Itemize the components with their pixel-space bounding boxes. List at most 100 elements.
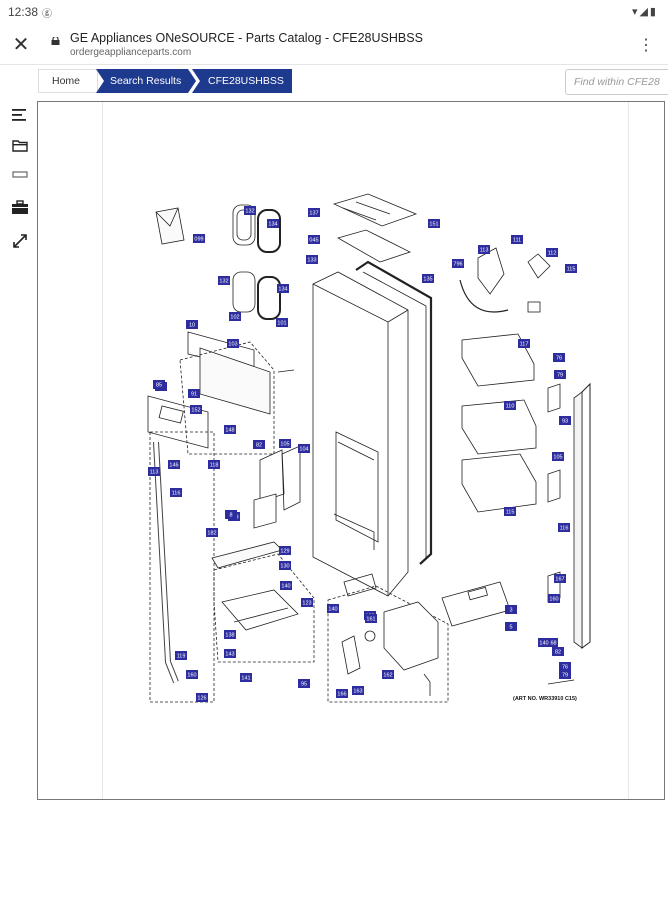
part-callout[interactable]: 10 xyxy=(186,320,198,329)
part-callout[interactable]: 103 xyxy=(227,339,239,348)
part-callout-label: 140 xyxy=(328,607,337,613)
part-callout[interactable]: 3 xyxy=(505,605,517,614)
part-callout[interactable]: 163 xyxy=(352,686,364,695)
status-bar: 12:38 ⓖ ▾◢▮ xyxy=(0,0,668,24)
part-callout-label: 135 xyxy=(423,277,432,283)
part-callout[interactable]: 119 xyxy=(175,651,187,660)
part-callout[interactable]: 140 xyxy=(538,638,550,647)
part-callout-label: 118 xyxy=(210,463,219,469)
part-callout[interactable]: 115 xyxy=(504,507,516,516)
part-callout-label: 103 xyxy=(228,342,237,348)
part-callout[interactable]: 160 xyxy=(548,594,560,603)
part-callout[interactable]: 126 xyxy=(196,693,208,702)
breadcrumb-search-results[interactable]: Search Results xyxy=(96,69,196,93)
part-callout-label: 162 xyxy=(383,673,392,679)
part-callout[interactable]: 91 xyxy=(188,389,200,398)
part-callout[interactable]: 76 xyxy=(559,662,571,671)
part-callout-label: 82 xyxy=(256,443,262,449)
part-callout[interactable]: 85 xyxy=(153,380,165,389)
part-callout[interactable]: 116 xyxy=(170,488,182,497)
part-callout-label: 79 xyxy=(562,673,568,679)
part-callout-label: 148 xyxy=(225,428,234,434)
part-callout[interactable]: 143 xyxy=(224,649,236,658)
part-callout[interactable]: 133 xyxy=(306,255,318,264)
part-callout[interactable]: 099 xyxy=(193,234,205,243)
part-callout[interactable]: 5 xyxy=(505,622,517,631)
part-callout[interactable]: 182 xyxy=(206,528,218,537)
part-callout-label: 91 xyxy=(191,392,197,398)
overflow-menu-icon[interactable]: ⋮ xyxy=(638,37,654,54)
part-callout[interactable]: 134 xyxy=(267,219,279,228)
part-callout[interactable]: 95 xyxy=(298,679,310,688)
part-callout[interactable]: 130 xyxy=(279,561,291,570)
part-callout[interactable]: 162 xyxy=(382,670,394,679)
part-callout-label: 82 xyxy=(555,650,561,656)
expand-icon[interactable] xyxy=(9,230,31,252)
part-callout[interactable]: 160 xyxy=(186,670,198,679)
part-callout-label: 146 xyxy=(169,463,178,469)
part-callout[interactable]: 113 xyxy=(148,467,160,476)
part-callout[interactable]: 146 xyxy=(168,460,180,469)
part-callout[interactable]: 141 xyxy=(240,673,252,682)
part-callout[interactable]: 104 xyxy=(298,444,310,453)
art-number: (ART NO. WR33910 C15) xyxy=(513,696,577,702)
part-callout-label: 166 xyxy=(337,692,346,698)
part-callout[interactable]: 111 xyxy=(511,235,523,244)
part-callout[interactable]: 134 xyxy=(277,284,289,293)
part-callout[interactable]: 138 xyxy=(224,630,236,639)
briefcase-icon[interactable] xyxy=(9,196,31,218)
part-callout-label: 105 xyxy=(280,442,289,448)
breadcrumb-home[interactable]: Home xyxy=(38,69,98,93)
part-callout[interactable]: 102 xyxy=(229,312,241,321)
part-callout[interactable]: 115 xyxy=(565,264,577,273)
part-callout[interactable]: 105 xyxy=(279,439,291,448)
part-callout[interactable]: 8 xyxy=(225,510,237,519)
part-callout[interactable]: 123 xyxy=(301,598,313,607)
part-callout[interactable]: 168 xyxy=(546,638,558,647)
part-callout[interactable]: 116 xyxy=(558,523,570,532)
minus-icon[interactable] xyxy=(9,164,31,186)
find-within-input[interactable]: Find within CFE28 xyxy=(565,69,668,95)
part-callout[interactable]: 79 xyxy=(559,670,571,679)
part-callout[interactable]: 140 xyxy=(327,604,339,613)
part-callout[interactable]: 140 xyxy=(280,581,292,590)
part-callout[interactable]: 137 xyxy=(308,208,320,217)
part-callout[interactable]: 93 xyxy=(559,416,571,425)
part-callout-label: 76 xyxy=(562,665,568,671)
list-icon[interactable] xyxy=(9,104,31,126)
part-callout[interactable]: 132 xyxy=(244,206,256,215)
part-callout[interactable]: 148 xyxy=(224,425,236,434)
part-callout[interactable]: 161 xyxy=(365,614,377,623)
part-callout[interactable]: 166 xyxy=(336,689,348,698)
part-callout-label: 102 xyxy=(230,315,239,321)
part-callout[interactable]: 101 xyxy=(276,318,288,327)
part-callout[interactable]: 135 xyxy=(422,274,434,283)
part-callout[interactable]: 132 xyxy=(218,276,230,285)
folder-icon[interactable] xyxy=(9,134,31,156)
close-icon[interactable]: ✕ xyxy=(12,34,30,56)
part-callout-label: 045 xyxy=(309,238,318,244)
parts-diagram-canvas[interactable]: 099 132 134 132 134 137 151 045 133 135 796 113 111 1… xyxy=(37,101,665,800)
part-callout[interactable]: 796 xyxy=(452,259,464,268)
part-callout[interactable]: 117 xyxy=(518,339,530,348)
breadcrumb-model[interactable]: CFE28USHBSS xyxy=(192,69,292,93)
part-callout[interactable]: 045 xyxy=(308,235,320,244)
part-callout[interactable]: 82 xyxy=(552,647,564,656)
part-callout-label: 132 xyxy=(219,279,228,285)
part-callout[interactable]: 79 xyxy=(554,370,566,379)
part-callout[interactable]: 82 xyxy=(253,440,265,449)
part-callout[interactable]: 129 xyxy=(279,546,291,555)
part-callout-label: 140 xyxy=(281,584,290,590)
diagram-drawing xyxy=(147,193,591,703)
clock: 12:38 xyxy=(8,5,39,19)
part-callout-label: 123 xyxy=(302,601,311,607)
part-callout[interactable]: 112 xyxy=(546,248,558,257)
part-callout[interactable]: 151 xyxy=(428,219,440,228)
part-callout[interactable]: 118 xyxy=(208,460,220,469)
part-callout[interactable]: 76 xyxy=(553,353,565,362)
part-callout[interactable]: 152 xyxy=(190,405,202,414)
part-callout[interactable]: 167 xyxy=(554,574,566,583)
part-callout[interactable]: 110 xyxy=(504,401,516,410)
part-callout[interactable]: 105 xyxy=(552,452,564,461)
part-callout[interactable]: 113 xyxy=(478,245,490,254)
